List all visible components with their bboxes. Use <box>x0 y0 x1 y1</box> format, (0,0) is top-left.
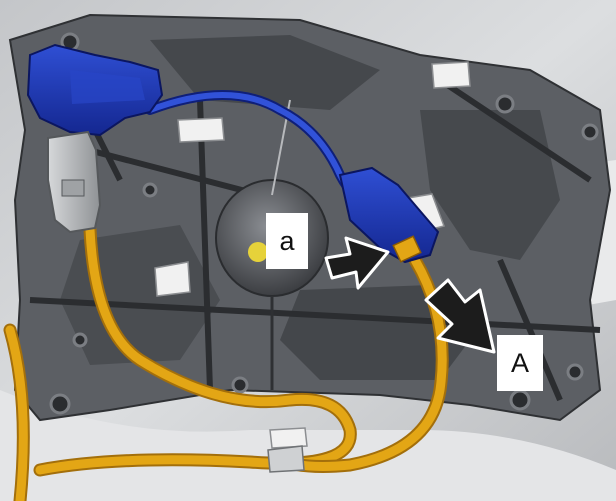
arrow-icon <box>424 278 496 354</box>
blue-connector-left-face <box>70 70 145 104</box>
lower-clip <box>267 445 305 473</box>
callout-a: a <box>266 213 308 269</box>
connector-lock-tab <box>392 235 422 263</box>
lower-trim <box>0 390 616 501</box>
recess-bottom <box>280 285 470 380</box>
recess-left <box>60 225 220 365</box>
yellow-harness <box>3 223 449 501</box>
recess-right <box>420 110 560 260</box>
screw-holes <box>49 32 599 415</box>
marker-a-point <box>248 242 268 262</box>
arrow-icon <box>324 236 390 290</box>
panel-clips <box>154 61 471 449</box>
callout-A: A <box>497 335 543 391</box>
grey-connector-latch <box>61 179 85 197</box>
